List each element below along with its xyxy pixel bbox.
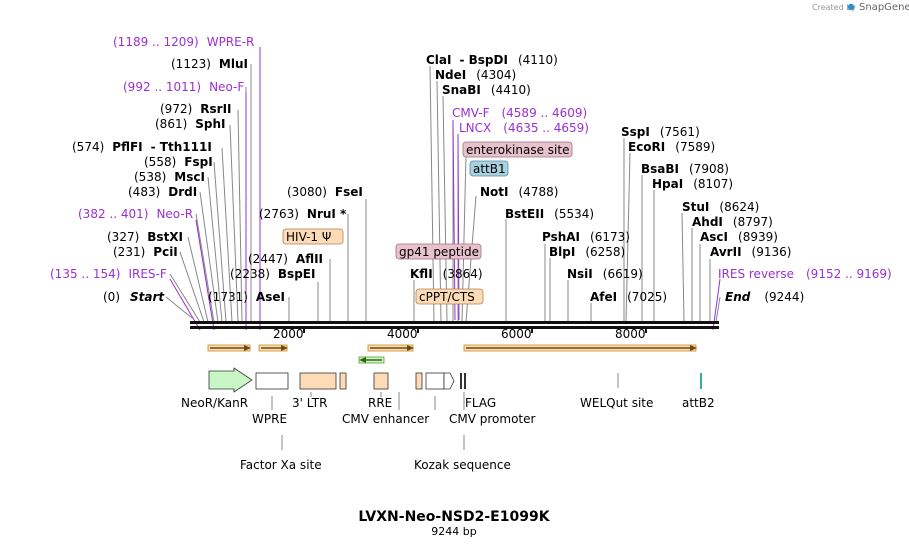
site-label-bsteii[interactable]: BstEII(5534) [505,207,594,221]
orf-arrows [207,344,697,364]
site-label-aflii[interactable]: (2447)AflII [248,252,323,266]
orf-arrow-reverse[interactable] [358,356,385,364]
site-label-asei[interactable]: (1731)AseI [208,290,285,304]
feature-label-flag[interactable]: FLAG [465,396,496,410]
ltr-small-feature[interactable] [339,372,347,390]
site-label-kfli[interactable]: KflI(3864) [410,267,483,281]
site-label-end[interactable]: End(9244) [725,290,804,304]
site-label-hpai[interactable]: HpaI(8107) [652,177,733,191]
site-label-fsei[interactable]: (3080)FseI [287,185,363,199]
site-pointer-lines [165,47,721,330]
ruler [303,326,647,333]
site-label-snabi[interactable]: SnaBI(4410) [442,83,531,97]
site-label-neo-f[interactable]: (992 .. 1011)Neo-F [123,80,244,94]
site-label-afei[interactable]: AfeI(7025) [590,290,667,304]
feature-label-cmv-enhancer[interactable]: CMV enhancer [342,412,429,426]
svg-text:HIV-1 Ψ: HIV-1 Ψ [286,230,331,244]
svg-text:gp41 peptide: gp41 peptide [399,245,479,259]
feature-label-factor-xa[interactable]: Factor Xa site [240,458,322,472]
site-label-lncx[interactable]: LNCX(4635 .. 4659) [459,121,589,135]
attb2-feature[interactable] [700,373,702,389]
feature-label-kozak[interactable]: Kozak sequence [414,458,511,472]
site-label-nrui[interactable]: (2763)NruI * [259,207,347,221]
ltr-feature[interactable] [299,372,337,390]
ruler-label-2000: 2000 [273,327,304,341]
neor-kanr-feature[interactable] [208,367,253,393]
site-label-ires-f[interactable]: (135 .. 154)IRES-F [50,267,167,281]
ruler-label-8000: 8000 [615,327,646,341]
svg-text:cPPT/CTS: cPPT/CTS [419,290,475,304]
feature-track [208,367,702,393]
feature-label-ltr[interactable]: 3' LTR [292,396,327,410]
right-site-labels: SspI(7561) EcoRI(7589) BsaBI(7908) HpaI(… [505,125,892,304]
site-label-ahdi[interactable]: AhdI(8797) [692,215,773,229]
site-label-msci[interactable]: (538)MscI [134,170,205,184]
left-site-labels: (1189 .. 1209)WPRE-R (1123)MluI (992 .. … [50,35,254,304]
site-label-bspei[interactable]: (2238)BspEI [230,267,315,281]
orf-arrow-3[interactable] [367,344,414,352]
site-label-fspi[interactable]: (558)FspI [144,155,213,169]
site-label-ndei[interactable]: NdeI(4304) [435,68,516,82]
feature-label-cmv-promoter[interactable]: CMV promoter [449,412,536,426]
site-label-drdi[interactable]: (483)DrdI [128,185,197,199]
mid-site-labels: (3080)FseI (2763)NruI * (2447)AflII (223… [208,185,363,304]
feature-label-lines [271,373,619,450]
orf-arrow-1[interactable] [207,344,251,352]
feature-label-wpre[interactable]: WPRE [252,412,287,426]
cppt-cts-label[interactable]: cPPT/CTS [415,288,484,305]
site-label-clai[interactable]: ClaI- BspDI(4110) [426,53,558,67]
site-label-neo-r[interactable]: (382 .. 401)Neo-R [78,207,193,221]
plasmid-size: 9244 bp [431,525,476,538]
watermark-brand: SnapGene [859,2,909,13]
site-label-start[interactable]: (0)Start [103,290,165,304]
hiv1-psi-label[interactable]: HIV-1 Ψ [282,228,344,245]
enterokinase-site-label[interactable]: enterokinase site [462,141,573,158]
site-label-stui[interactable]: StuI(8624) [682,200,759,214]
snapgene-logo-icon [847,3,855,11]
cmv-promoter-feature[interactable] [443,372,455,390]
svg-text:attB1: attB1 [473,162,506,176]
cppt-feature[interactable] [415,372,423,390]
site-label-sphi[interactable]: (861)SphI [155,117,226,131]
orf-arrow-2[interactable] [258,344,288,352]
site-label-cmv-f[interactable]: CMV-F(4589 .. 4609) [452,106,587,120]
feature-label-attb2[interactable]: attB2 [682,396,715,410]
ruler-label-6000: 6000 [501,327,532,341]
site-label-rsrii[interactable]: (972)RsrII [160,102,232,116]
cmv-enhancer-feature[interactable] [425,372,445,390]
feature-label-neor-kanr[interactable]: NeoR/KanR [181,396,248,410]
site-label-bsabi[interactable]: BsaBI(7908) [641,162,729,176]
wpre-feature[interactable] [255,372,289,390]
site-label-pshai[interactable]: PshAI(6173) [542,230,630,244]
site-label-ecori[interactable]: EcoRI(7589) [628,140,715,154]
center-site-labels: ClaI- BspDI(4110) NdeI(4304) SnaBI(4410)… [410,53,589,281]
gp41-peptide-label[interactable]: gp41 peptide [395,243,482,260]
site-label-noti[interactable]: NotI(4788) [480,185,558,199]
site-label-avrii[interactable]: AvrII(9136) [710,245,791,259]
feature-label-welqut[interactable]: WELQut site [580,396,653,410]
flag-feature-2[interactable] [464,373,466,389]
feature-label-rre[interactable]: RRE [368,396,392,410]
ruler-label-4000: 4000 [387,327,418,341]
site-label-sspi[interactable]: SspI(7561) [621,125,700,139]
site-label-bstxi[interactable]: (327)BstXI [107,230,183,244]
site-label-wpre-r[interactable]: (1189 .. 1209)WPRE-R [113,35,254,49]
site-label-pflfi[interactable]: (574)PflFI- Tth111I [72,140,212,154]
watermark-text: Created by [812,3,856,12]
site-label-nsii[interactable]: NsiI(6619) [567,267,643,281]
site-label-pcii[interactable]: (231)PciI [113,245,178,259]
sequence-backbone [190,321,719,329]
plasmid-title: LVXN-Neo-NSD2-E1099K [358,509,550,525]
flag-feature[interactable] [460,373,462,389]
svg-text:enterokinase site: enterokinase site [466,143,569,157]
site-label-asci[interactable]: AscI(8939) [700,230,778,244]
site-label-ires-reverse[interactable]: IRES reverse(9152 .. 9169) [718,267,892,281]
attb1-label[interactable]: attB1 [469,160,509,177]
orf-arrow-main[interactable] [463,344,697,352]
site-label-mlui[interactable]: (1123)MluI [171,57,248,71]
rre-feature[interactable] [373,372,389,390]
site-label-blpi[interactable]: BlpI(6258) [549,245,625,259]
